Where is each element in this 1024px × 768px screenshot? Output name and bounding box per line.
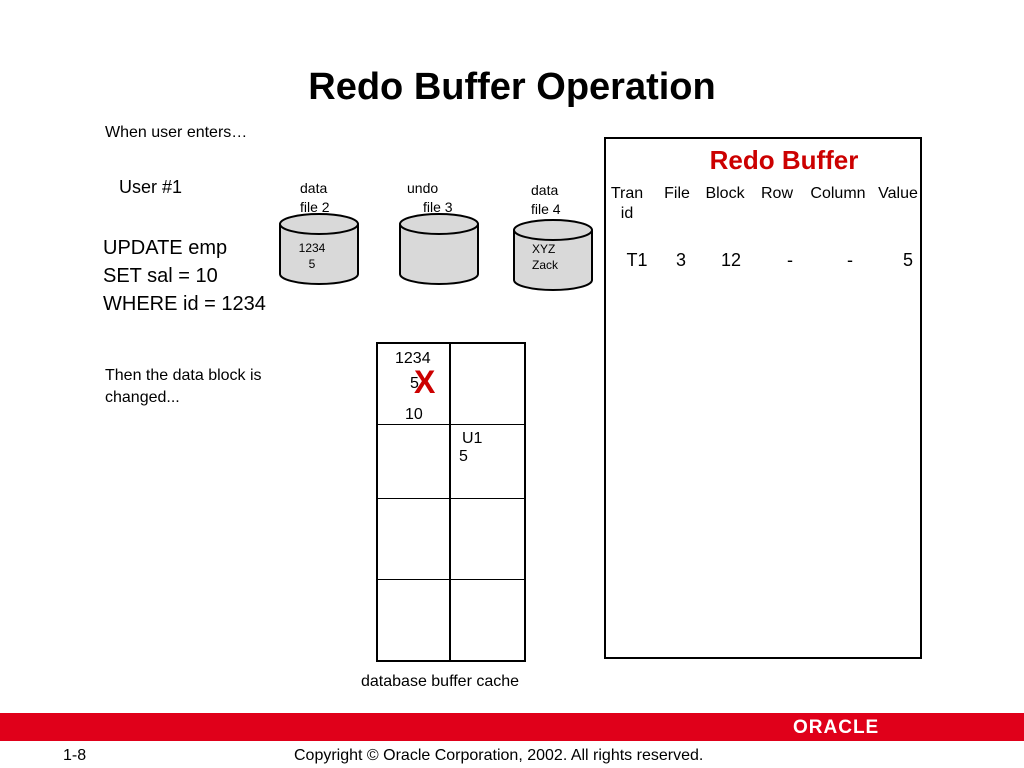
redo-cell: 3 xyxy=(675,250,686,270)
redo-cell: 12 xyxy=(720,250,742,270)
grid-divider xyxy=(449,342,451,662)
oracle-logo: ORACLE xyxy=(793,717,880,738)
page-number: 1-8 xyxy=(63,747,87,764)
cache-cell-new-value: 10 xyxy=(405,406,423,423)
column-header: Row xyxy=(760,185,793,202)
column-header: Value xyxy=(878,185,918,202)
sql-line: SET sal = 10 xyxy=(103,265,218,287)
redo-cell: - xyxy=(847,250,853,270)
column-header: Block xyxy=(705,185,745,202)
sql-statement: UPDATE emp SET sal = 10 WHERE id = 1234 xyxy=(103,234,266,318)
cache-undo-cell: U1 5 xyxy=(459,430,483,465)
copyright-text: Copyright © Oracle Corporation, 2002. Al… xyxy=(294,747,704,764)
user-label: User #1 xyxy=(119,177,183,197)
buffer-cache-grid xyxy=(376,342,526,662)
redo-cell: T1 xyxy=(626,250,648,270)
grid-divider xyxy=(376,579,526,580)
column-header: Column xyxy=(810,185,866,202)
sql-line: UPDATE emp xyxy=(103,237,228,259)
intro-text: When user enters… xyxy=(105,124,248,141)
data-file-4-cylinder-icon xyxy=(513,219,593,291)
redo-buffer-title: Redo Buffer xyxy=(709,145,859,175)
redo-cell: - xyxy=(787,250,793,270)
redo-cell: 5 xyxy=(902,250,913,270)
sql-line: WHERE id = 1234 xyxy=(103,293,266,315)
redo-buffer-panel xyxy=(604,137,922,659)
cache-cell-value: 1234 xyxy=(395,350,431,367)
grid-divider xyxy=(376,498,526,499)
cross-out-mark: X xyxy=(414,364,436,400)
grid-divider xyxy=(376,424,526,425)
cache-cell-old-value: 5 xyxy=(410,375,419,392)
footer-bar xyxy=(0,713,1024,741)
page-title: Redo Buffer Operation xyxy=(308,66,716,108)
column-header: File xyxy=(664,185,690,202)
undo-file-3-cylinder-icon xyxy=(399,213,479,285)
buffer-cache-label: database buffer cache xyxy=(361,673,520,690)
data-file-2-cylinder-icon xyxy=(279,213,359,285)
